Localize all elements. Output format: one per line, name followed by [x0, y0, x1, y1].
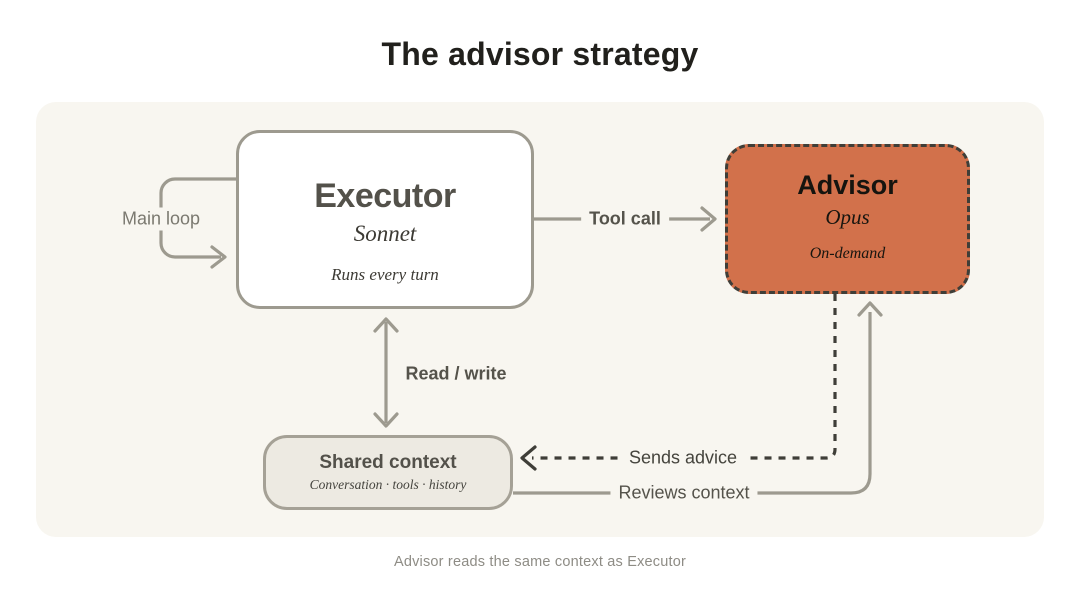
sends-advice-label: Sends advice	[620, 446, 746, 470]
executor-node: Executor Sonnet Runs every turn	[236, 130, 534, 309]
sends-advice-arrow	[520, 294, 837, 471]
executor-model: Sonnet	[353, 221, 417, 246]
advisor-node: Advisor Opus On-demand	[725, 144, 970, 294]
read-write-down-arrowhead-icon	[373, 412, 399, 428]
reviews-context-label: Reviews context	[610, 481, 758, 505]
read-write-arrow	[373, 317, 399, 428]
read-write-up-arrowhead-icon	[373, 317, 399, 333]
tool-call-label: Tool call	[581, 207, 669, 231]
main-loop-arrowhead-icon	[210, 245, 227, 269]
read-write-label: Read / write	[405, 363, 507, 384]
diagram-caption: Advisor reads the same context as Execut…	[393, 554, 687, 570]
reviews-context-arrow	[513, 301, 883, 495]
page-title: The advisor strategy	[381, 36, 699, 72]
advisor-note: On-demand	[809, 245, 886, 262]
main-loop-label: Main loop	[116, 207, 206, 231]
reviews-context-arrowhead-icon	[857, 301, 883, 317]
diagram-panel: Executor Sonnet Runs every turn Advisor …	[36, 102, 1044, 537]
sends-advice-arrowhead-icon	[520, 445, 537, 471]
advisor-model: Opus	[825, 205, 870, 229]
shared-context-note: Conversation · tools · history	[309, 477, 467, 492]
shared-context-title: Shared context	[319, 452, 457, 473]
tool-call-arrowhead-icon	[700, 206, 717, 232]
advisor-title: Advisor	[797, 170, 898, 200]
shared-context-node: Shared context Conversation · tools · hi…	[263, 435, 513, 510]
executor-note: Runs every turn	[331, 265, 439, 284]
executor-title: Executor	[314, 177, 456, 215]
